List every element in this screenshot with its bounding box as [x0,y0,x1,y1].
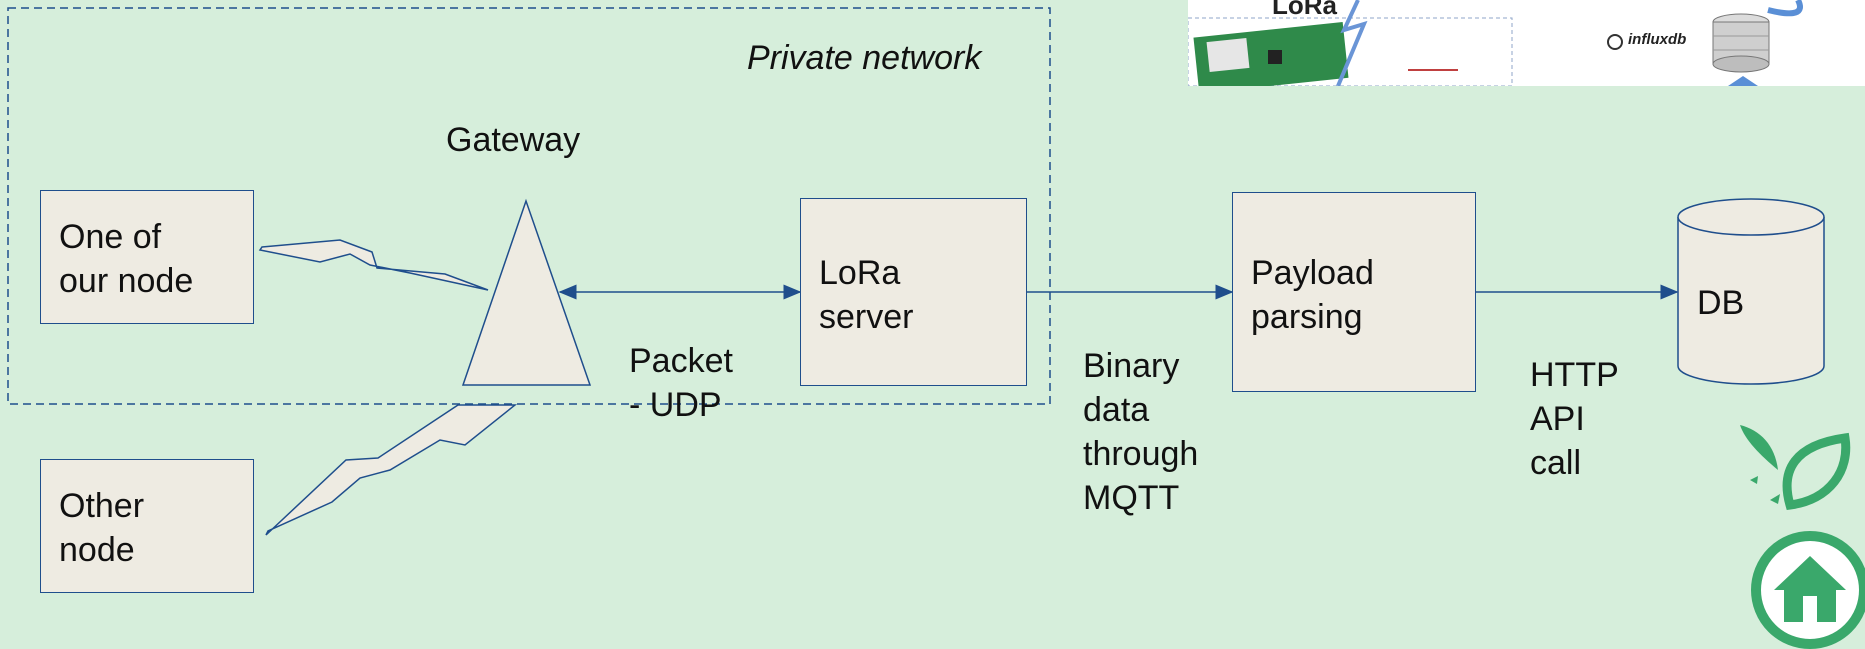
architecture-thumbnail: LoRa influxdb [1188,0,1865,86]
gateway-antenna [461,198,592,386]
db-label: DB [1697,284,1745,322]
node-box-other-node: Other node [40,459,254,593]
radio-link-other-node [265,404,518,536]
private-network-label: Private network [747,39,982,77]
node-box-one-of-our-node: One of our node [40,190,254,324]
node-label: Other node [59,487,145,569]
thumbnail-graphics [1188,0,1803,86]
private-network-boundary [7,7,1051,405]
edge-label-binary-mqtt: Binary data through MQTT [1083,347,1199,517]
node-label: One of our node [59,218,194,300]
eco-home-logo [1740,425,1865,649]
db-cylinder [1677,198,1825,385]
thumbnail-influxdb-text: influxdb [1628,31,1687,48]
thumbnail-lora-text: LoRa [1272,0,1337,20]
lora-server-label: LoRa server [819,254,914,336]
payload-parsing-box: Payload parsing [1232,192,1476,392]
lora-server-box: LoRa server [800,198,1027,386]
gateway-label: Gateway [446,121,581,159]
edge-label-http-api: HTTP API call [1530,356,1619,482]
edge-label-packet-udp: Packet - UDP [629,342,733,424]
radio-link-our-node [258,239,489,291]
payload-parsing-label: Payload parsing [1251,254,1374,336]
